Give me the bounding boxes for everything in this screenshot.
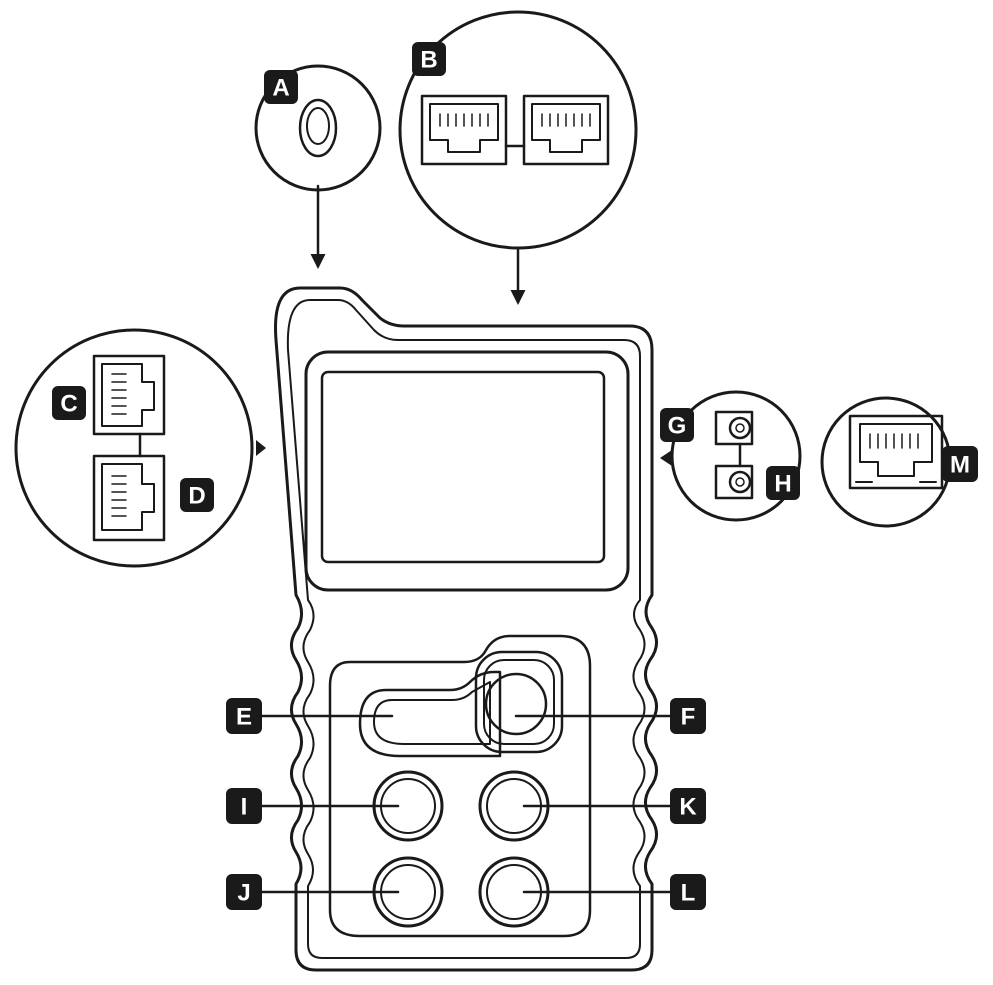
callout-m-port (820, 396, 952, 528)
badge-j: J (226, 874, 262, 910)
rj45-port-d (92, 454, 166, 542)
badge-l-text: L (681, 880, 696, 907)
leader-lines (260, 714, 672, 894)
callout-gh-coax (660, 390, 802, 522)
badge-k: K (670, 788, 706, 824)
badge-l: L (670, 874, 706, 910)
rj45-port-c (92, 354, 166, 436)
badge-f-text: F (681, 704, 696, 731)
rj45-port-right (522, 94, 610, 166)
badge-h: H (766, 466, 800, 500)
badge-g: G (660, 408, 694, 442)
coax-connector-g (714, 410, 754, 446)
badge-m: M (942, 446, 978, 482)
badge-a-text: A (272, 75, 289, 102)
display-screen (304, 350, 630, 592)
callout-cd-side-ports (14, 328, 266, 568)
rj45-port-left (420, 94, 508, 166)
badge-f: F (670, 698, 706, 734)
badge-e: E (226, 698, 262, 734)
badge-a: A (264, 70, 298, 104)
device-body (274, 286, 658, 972)
keypad-panel (328, 634, 592, 938)
badge-k-text: K (679, 794, 697, 821)
badge-j-text: J (237, 880, 250, 907)
badge-i-text: I (241, 794, 248, 821)
badge-d: D (180, 478, 214, 512)
coax-connector-h (714, 464, 754, 500)
callout-b-dual-ports (398, 10, 638, 305)
round-button-f[interactable] (474, 650, 564, 754)
badge-m-text: M (950, 452, 970, 479)
badge-b: B (412, 42, 446, 76)
badge-g-text: G (668, 413, 687, 440)
badge-e-text: E (236, 704, 252, 731)
oblong-button-e[interactable] (358, 670, 502, 758)
badge-h-text: H (774, 471, 791, 498)
callout-a-switch (254, 64, 382, 269)
badge-c: C (52, 386, 86, 420)
badge-d-text: D (188, 483, 205, 510)
badge-i: I (226, 788, 262, 824)
badge-c-text: C (60, 391, 77, 418)
badge-b-text: B (420, 47, 437, 74)
